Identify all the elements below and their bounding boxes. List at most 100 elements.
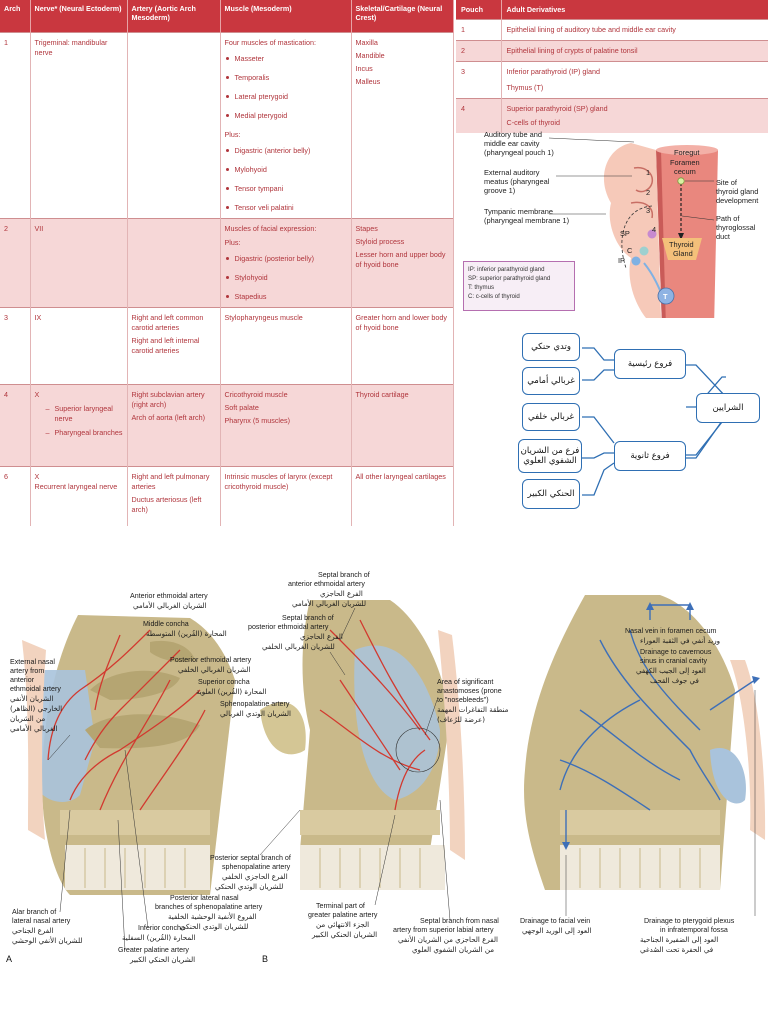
hard-palate [300,810,440,835]
flow-root-arteries: الشرايين [696,393,760,423]
muscle-item: Medial pterygoid [225,111,347,121]
muscle-cell: Four muscles of mastication: Masseter Te… [220,31,352,218]
table-row: 4 Superior parathyroid (SP) gland C-cell… [456,98,768,133]
nerve-cell: VII [30,217,128,307]
muscle-cell: Intrinsic muscles of larynx (except cric… [220,465,352,526]
cecum-label: cecum [674,167,696,176]
site-label: Site of [716,178,738,187]
hard-palate [60,810,210,835]
legend-item: SP: superior parathyroid gland [468,275,551,282]
skeletal-item: Maxilla [355,37,378,47]
dashed-curve [621,205,653,269]
muscle-item: Digastric (posterior belly) [225,254,347,264]
site-label: development [716,196,758,205]
anastomoses-arabic: (عرضة للرُعاف) [437,715,485,724]
leader-line [439,799,451,921]
artery-item: Right and left common carotid arteries [131,312,204,332]
derivative-item: Inferior parathyroid (IP) gland [506,67,600,76]
table-row: 1 Trigeminal: mandibular nerve Four musc… [0,31,454,218]
pterygoid-label: in infratemporal fossa [660,926,728,934]
thyroid-development-diagram: Thyroid Gland T SP C IP 1 2 3 4 Foregut … [484,130,758,318]
muscle-item: Soft palate [224,402,259,412]
tympanic-label: (pharyngeal membrane 1) [484,216,569,225]
legend-item: IP: inferior parathyroid gland [468,266,545,273]
septal-labial-arabic: الفرع الحاجزي من الشريان الأنفي [398,935,498,944]
leader-line [374,814,396,906]
artery-item: Right and left pulmonary arteries [131,471,210,491]
septal-post-arabic: للشريان الغربالي الخلفي [262,642,335,651]
legend-item: C: c-cells of thyroid [468,293,520,300]
inferior-parathyroid [631,256,641,266]
greater-palatine-arabic: الشريان الحنكي الكبير [129,955,195,964]
muscle-item: Masseter [225,54,347,64]
terminal-arabic: الشريان الحنكي الكبير [311,930,377,939]
header-skeletal: Skeletal/Cartilage (Neural Crest) [351,0,454,32]
teeth-lines [319,848,421,888]
table-row: 3 Inferior parathyroid (IP) gland Thymus… [456,61,768,99]
muscle-item: Digastric (anterior belly) [225,146,347,156]
muscle-plus: Plus: [224,129,241,139]
sup-concha-arabic: المحارة (القُرين) العلوية [196,687,267,696]
skeletal-item: Styloid process [355,236,405,246]
sphenopalatine-label: Sphenopalatine artery [220,700,290,708]
panel-b-letter: B [262,954,268,964]
leader-line [47,734,71,761]
skeletal-cell: Thyroid cartilage [351,383,454,466]
path-label: thyroglossal [716,223,756,232]
pouch-number-2: 2 [646,188,650,197]
muscle-item: Tensor tympani [225,184,347,194]
muscle-item: Stylohyoid [225,273,347,283]
nerve-cell: Trigeminal: mandibular nerve [30,31,128,218]
leader-line [117,819,126,951]
muscle-item: Pharynx (5 muscles) [224,415,291,425]
external-nasal-label: artery from [10,667,44,675]
pterygoid-arabic: في الحفرة تحت الصُدغي [640,945,713,954]
superior-concha [150,640,195,663]
nose-skin [438,630,465,860]
facial-vein-label: Drainage to facial vein [520,917,590,925]
facial-vein-arabic: العود إلى الوريد الوجهي [522,926,592,935]
nerve-branch: Pharyngeal branches [35,428,123,438]
panel-b-illustration: B [260,600,465,964]
superior-parathyroid [647,229,657,239]
external-nasal-label: anterior [10,676,35,684]
alar-arabic: الفرع الجناحي [12,926,53,935]
foregut-wall [656,150,666,318]
pouch-table-header: Pouch Adult Derivatives [456,0,768,20]
pouch-number: 2 [456,40,502,62]
header-arch: Arch [0,0,31,32]
panel-a-letter: A [6,954,12,964]
ant-ethmoid-arabic: الشريان الغربالي الأمامي [133,601,207,610]
arteries-panel-b [319,619,431,811]
table-row: 1 Epithelial lining of auditory tube and… [456,19,768,41]
table-row: 3 IX Right and left common carotid arter… [0,306,454,384]
artery-cell: Right subclavian artery (right arch) Arc… [127,383,221,466]
middle-concha [90,670,180,700]
post-lateral-label: Posterior lateral nasal [170,894,239,902]
flow-leaf-sphenopalatine: وتدي حنكي [522,333,580,361]
meatus-label: External auditory [484,168,540,177]
connector [686,364,727,398]
alar-arabic: للشريان الأنفي الوحشي [12,936,83,945]
derivative-item: Thymus (T) [506,83,544,92]
muscle-intro: Four muscles of mastication: [224,37,316,47]
skeletal-item: Incus [355,63,373,73]
alar-label: lateral nasal artery [12,917,71,925]
auditory-label: (pharyngeal pouch 1) [484,148,554,157]
external-nasal-label: External nasal [10,658,55,666]
thyroid-gland [662,238,702,260]
ant-ethmoid-label: Anterior ethmoidal artery [130,592,208,600]
panel-b-labels: Septal branch of anterior ethmoidal arte… [210,571,509,954]
leader-line [329,651,346,676]
artery-cell: Right and left common carotid arteries R… [127,306,221,384]
terminal-label: Terminal part of [316,902,365,910]
pouch-number-4: 4 [652,225,656,234]
table-row: 2 Epithelial lining of crypts of palatin… [456,40,768,62]
flow-secondary-branches: فروع ثانوية [614,441,686,471]
nasal-cartilage [710,748,746,804]
foregut-opening [656,145,718,155]
header-nerve: Nerve* (Neural Ectoderm) [30,0,128,32]
artery-item: Ductus arteriosus (left arch) [131,494,202,514]
external-nasal-arabic: الخارجي (الظاهر) [10,704,62,713]
skeletal-item: Lesser horn and upper body of hyoid bone [355,249,446,269]
